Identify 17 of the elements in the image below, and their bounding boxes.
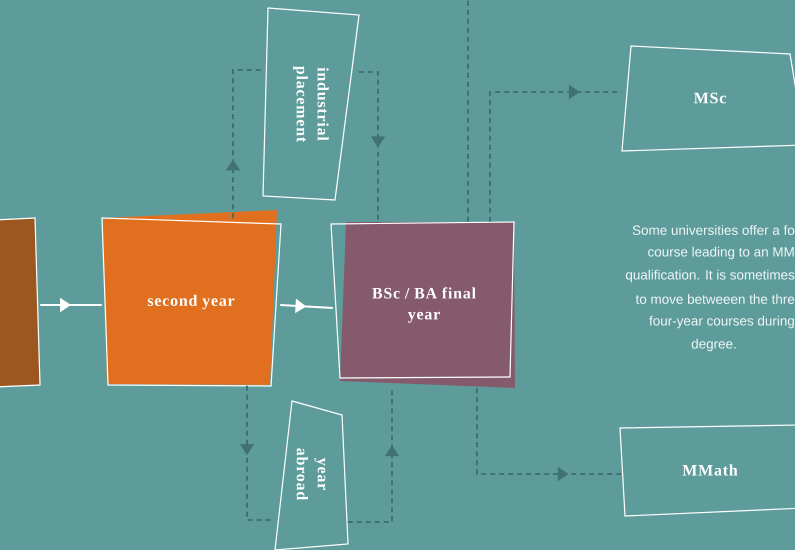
dashed-arrow	[489, 84, 622, 222]
stage-box: MSc	[621, 45, 795, 152]
note-text: to move betweeen the thre	[636, 294, 794, 304]
dashed-arrow	[358, 71, 386, 222]
dashed-line	[467, 0, 469, 222]
note-text: qualification. It is sometimes	[626, 270, 794, 282]
stage-box: second year	[101, 210, 282, 387]
stage-box: MMath	[619, 424, 795, 517]
stage-box	[0, 217, 41, 388]
stage-box: industrial placement	[262, 7, 360, 201]
stage-box: BSc / BA final year	[330, 221, 515, 388]
note-text: degree.	[692, 338, 736, 352]
dashed-arrow	[226, 69, 264, 218]
note-text: Some universities offer a fo	[632, 225, 794, 235]
stage-box: year abroad	[274, 400, 349, 550]
note-text: course leading to an MM	[648, 246, 794, 260]
note-text: four-year courses during	[649, 316, 794, 328]
